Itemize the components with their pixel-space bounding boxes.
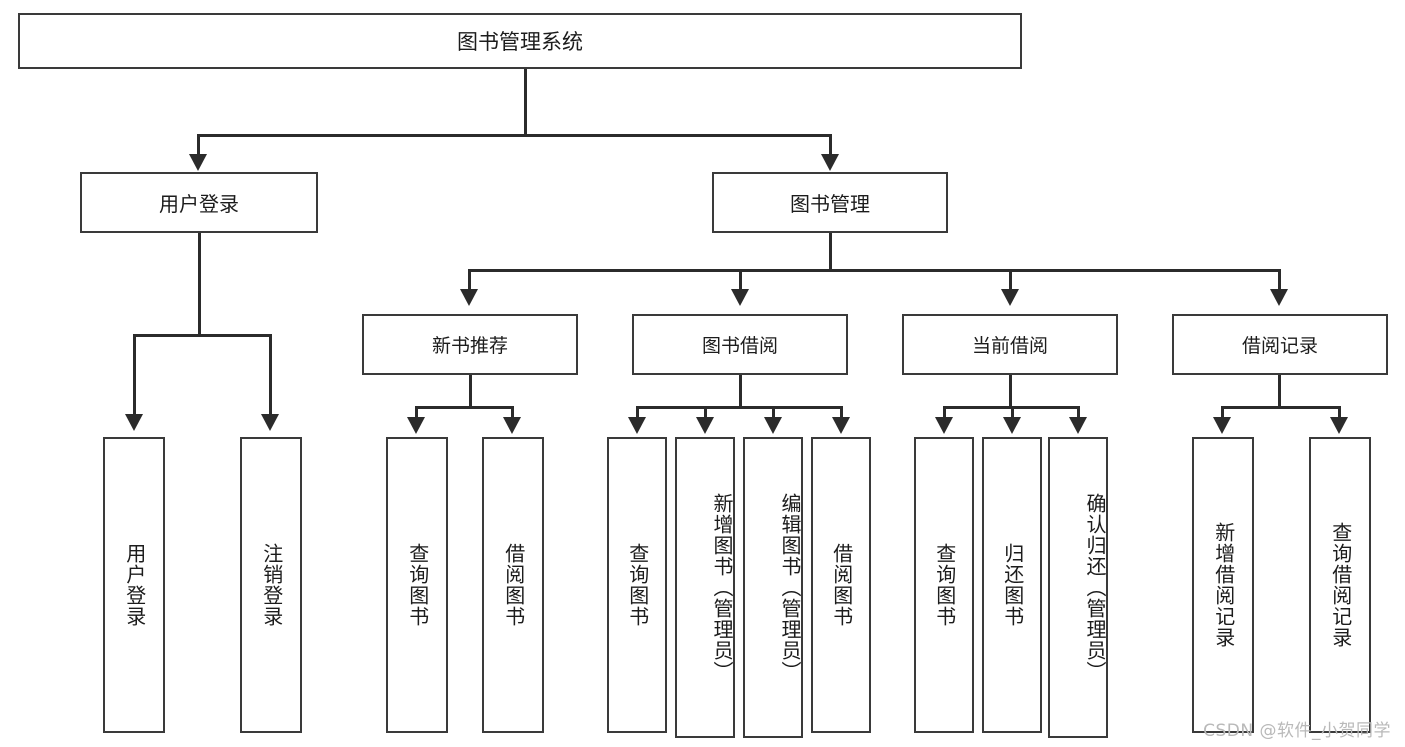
edge-new-book-stem — [469, 375, 472, 408]
leaf-label: 查询图书 — [932, 543, 957, 627]
arrow-head-user-login — [189, 154, 207, 171]
node-label: 借阅记录 — [1241, 335, 1318, 357]
leaf-query-borrow-record[interactable]: 查询借阅记录 — [1309, 437, 1371, 733]
leaf-label: 新增借阅记录 — [1211, 522, 1236, 648]
arrow-head-new-book-leaf-1 — [407, 417, 425, 434]
arrow-head-user-login-leaf-1 — [125, 414, 143, 431]
arrow-head-book-management — [821, 154, 839, 171]
edge-root-bus — [197, 134, 831, 137]
arrow-head-borrow-record-leaf-1 — [1213, 417, 1231, 434]
edge-root-to-user-login — [197, 134, 200, 157]
edge-root-stem — [524, 69, 527, 135]
edge-borrow-record-stem — [1278, 375, 1281, 408]
edge-borrow-record-to-leaf-1 — [1221, 406, 1224, 420]
edge-user-login-stem — [198, 233, 201, 336]
node-label: 用户登录 — [159, 192, 239, 216]
leaf-query-book-borrow[interactable]: 查询图书 — [607, 437, 667, 733]
leaf-label: 新增图书（管理员） — [710, 493, 734, 682]
edge-bm-to-borrow-record — [1278, 269, 1281, 292]
leaf-add-borrow-record[interactable]: 新增借阅记录 — [1192, 437, 1254, 733]
edge-user-login-to-leaf-2 — [269, 334, 272, 417]
edge-new-book-to-leaf-2 — [511, 406, 514, 420]
node-label: 图书借阅 — [701, 335, 778, 357]
edge-user-login-bus — [133, 334, 270, 337]
leaf-user-login[interactable]: 用户登录 — [103, 437, 165, 733]
node-label: 图书管理系统 — [457, 30, 583, 54]
edge-book-borrow-to-leaf-4 — [840, 406, 843, 420]
node-label: 当前借阅 — [971, 335, 1048, 357]
leaf-edit-book-admin[interactable]: 编辑图书（管理员） — [743, 437, 803, 738]
node-borrow-record[interactable]: 借阅记录 — [1172, 314, 1388, 375]
leaf-query-book-current[interactable]: 查询图书 — [914, 437, 974, 733]
edge-current-borrow-to-leaf-3 — [1077, 406, 1080, 420]
edge-new-book-to-leaf-1 — [415, 406, 418, 420]
edge-current-borrow-to-leaf-2 — [1011, 406, 1014, 420]
arrow-head-new-book-leaf-2 — [503, 417, 521, 434]
arrow-head-book-borrow-leaf-2 — [696, 417, 714, 434]
arrow-head-book-borrow-leaf-3 — [764, 417, 782, 434]
arrow-head-current-borrow-leaf-2 — [1003, 417, 1021, 434]
edge-borrow-record-bus — [1221, 406, 1340, 409]
node-book-management[interactable]: 图书管理 — [712, 172, 948, 233]
edge-book-management-bus — [468, 269, 1280, 272]
edge-borrow-record-to-leaf-2 — [1338, 406, 1341, 420]
node-new-book-recommend[interactable]: 新书推荐 — [362, 314, 578, 375]
leaf-label: 借阅图书 — [829, 543, 854, 627]
leaf-label: 借阅图书 — [501, 543, 526, 627]
edge-current-borrow-bus — [943, 406, 1078, 409]
leaf-query-book-recommend[interactable]: 查询图书 — [386, 437, 448, 733]
arrow-head-book-borrow — [731, 289, 749, 306]
leaf-confirm-return-admin[interactable]: 确认归还（管理员） — [1048, 437, 1108, 738]
edge-bm-to-book-borrow — [739, 269, 742, 292]
leaf-label: 查询借阅记录 — [1328, 522, 1353, 648]
edge-bm-to-current-borrow — [1009, 269, 1012, 292]
node-user-login[interactable]: 用户登录 — [80, 172, 318, 233]
arrow-head-current-borrow-leaf-1 — [935, 417, 953, 434]
leaf-borrow-book-borrow[interactable]: 借阅图书 — [811, 437, 871, 733]
arrow-head-current-borrow-leaf-3 — [1069, 417, 1087, 434]
edge-bm-to-new-book — [468, 269, 471, 292]
edge-current-borrow-stem — [1009, 375, 1012, 408]
leaf-logout-login[interactable]: 注销登录 — [240, 437, 302, 733]
arrow-head-book-borrow-leaf-1 — [628, 417, 646, 434]
leaf-label: 注销登录 — [259, 543, 284, 627]
leaf-label: 查询图书 — [405, 543, 430, 627]
edge-new-book-bus — [415, 406, 513, 409]
edge-book-borrow-stem — [739, 375, 742, 408]
node-current-borrow[interactable]: 当前借阅 — [902, 314, 1118, 375]
edge-current-borrow-to-leaf-1 — [943, 406, 946, 420]
leaf-add-book-admin[interactable]: 新增图书（管理员） — [675, 437, 735, 738]
node-book-borrow[interactable]: 图书借阅 — [632, 314, 848, 375]
leaf-label: 用户登录 — [122, 543, 147, 627]
arrow-head-new-book-recommend — [460, 289, 478, 306]
edge-root-to-book-management — [829, 134, 832, 157]
leaf-label: 查询图书 — [625, 543, 650, 627]
arrow-head-borrow-record-leaf-2 — [1330, 417, 1348, 434]
node-label: 图书管理 — [790, 192, 870, 216]
edge-book-borrow-to-leaf-1 — [636, 406, 639, 420]
edge-user-login-to-leaf-1 — [133, 334, 136, 417]
arrow-head-book-borrow-leaf-4 — [832, 417, 850, 434]
edge-book-borrow-bus — [636, 406, 843, 409]
arrow-head-current-borrow — [1001, 289, 1019, 306]
node-root-book-management-system[interactable]: 图书管理系统 — [18, 13, 1022, 69]
edge-book-borrow-to-leaf-2 — [704, 406, 707, 420]
edge-book-management-stem — [829, 233, 832, 271]
arrow-head-borrow-record — [1270, 289, 1288, 306]
leaf-label: 编辑图书（管理员） — [778, 493, 802, 682]
node-label: 新书推荐 — [431, 335, 508, 357]
leaf-borrow-book-recommend[interactable]: 借阅图书 — [482, 437, 544, 733]
edge-book-borrow-to-leaf-3 — [772, 406, 775, 420]
leaf-return-book[interactable]: 归还图书 — [982, 437, 1042, 733]
leaf-label: 归还图书 — [1000, 543, 1025, 627]
arrow-head-user-login-leaf-2 — [261, 414, 279, 431]
leaf-label: 确认归还（管理员） — [1083, 493, 1107, 682]
